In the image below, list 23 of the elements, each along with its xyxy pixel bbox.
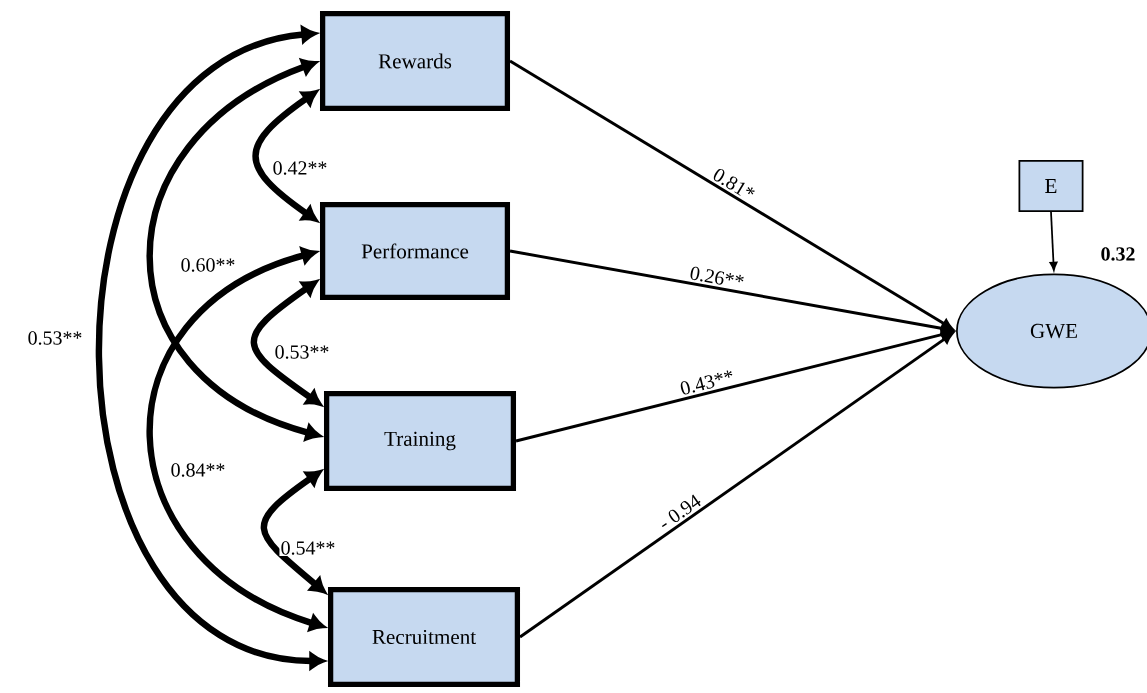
- arrow: [146, 58, 321, 441]
- variable-box: Recruitment: [328, 587, 521, 687]
- error-box: E: [1018, 160, 1084, 212]
- edge-label: 0.60**: [179, 257, 237, 273]
- variable-box: Training: [324, 391, 517, 491]
- arrow: [519, 332, 954, 639]
- arrow: [260, 470, 326, 594]
- variable-box: Rewards: [320, 11, 511, 111]
- edge-label: 0.53**: [26, 330, 84, 346]
- edge-label: 0.54**: [279, 540, 337, 556]
- edge-label: 0.53**: [273, 344, 331, 360]
- edge-label: - 0.94: [661, 494, 701, 528]
- arrow: [146, 247, 325, 632]
- edge-label: 0.42**: [271, 160, 329, 176]
- edge-label: 0.84**: [169, 462, 227, 478]
- edge-label: 0.43**: [680, 370, 733, 395]
- arrow: [515, 329, 953, 443]
- arrow: [1049, 211, 1058, 271]
- variable-box: Performance: [320, 202, 511, 300]
- arrow: [252, 90, 318, 222]
- coefficient-label: 0.32: [1101, 247, 1135, 261]
- arrow: [95, 26, 325, 670]
- arrow: [250, 280, 322, 406]
